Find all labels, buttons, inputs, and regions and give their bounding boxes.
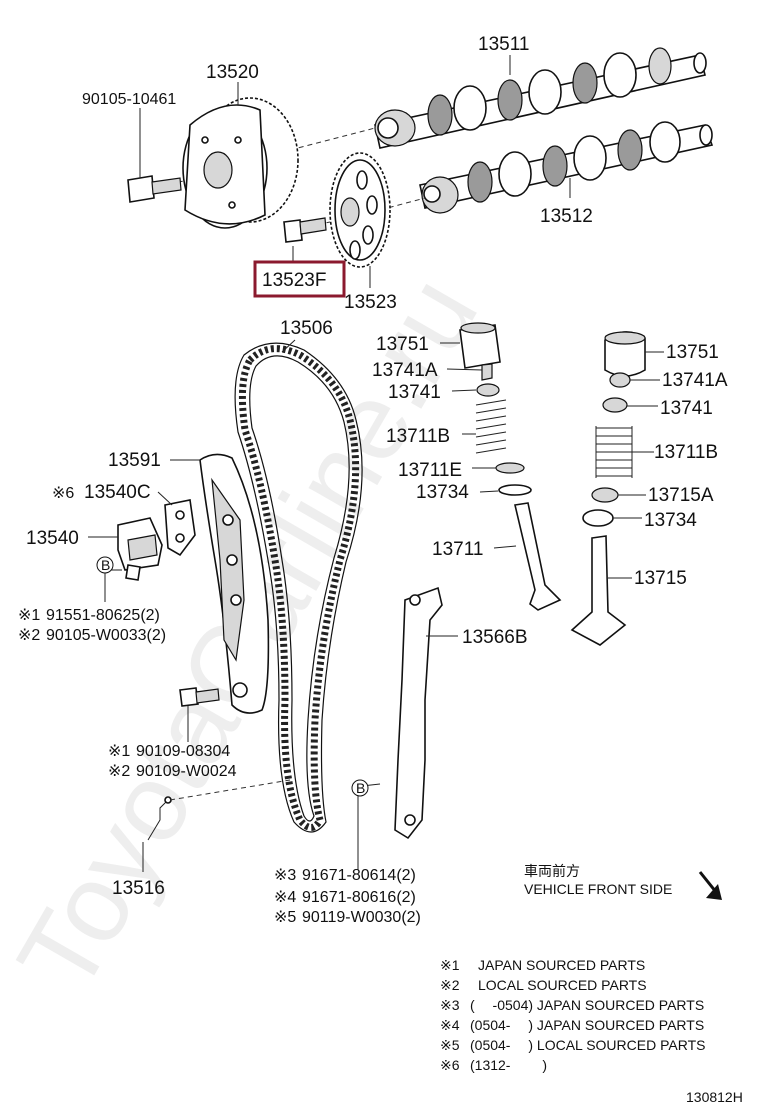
valve-spring-13711B-left[interactable] — [475, 399, 507, 454]
tensioner-plate-13540C[interactable] — [164, 499, 196, 557]
label-91671-80616[interactable]: 91671-80616(2) — [302, 889, 416, 906]
label-91551-80625[interactable]: 91551-80625(2) — [46, 607, 160, 624]
note-mark-6: ※6 — [440, 1057, 460, 1073]
note-mark-2: ※2 — [440, 977, 460, 993]
circle-b-marker-right: B — [351, 779, 369, 797]
spring-retainer-13741-right[interactable] — [602, 397, 628, 413]
label-90109-W0024[interactable]: 90109-W0024 — [136, 763, 237, 780]
cam-timing-gear-13520[interactable] — [182, 97, 299, 229]
diagram-id: 130812H — [686, 1089, 743, 1105]
note-text-1: JAPAN SOURCED PARTS — [478, 957, 645, 973]
label-13715A[interactable]: 13715A — [648, 485, 714, 506]
label-13566B[interactable]: 13566B — [462, 627, 528, 648]
mark-2-90105: ※2 — [18, 627, 40, 644]
label-13741A-left[interactable]: 13741A — [372, 360, 438, 381]
note-mark-4: ※4 — [440, 1017, 460, 1033]
label-13711[interactable]: 13711 — [432, 539, 483, 560]
label-13512[interactable]: 13512 — [540, 206, 593, 227]
note-text-4: (0504- ) JAPAN SOURCED PARTS — [470, 1017, 704, 1033]
label-13516[interactable]: 13516 — [112, 878, 165, 899]
label-90105-10461[interactable]: 90105-10461 — [82, 91, 176, 108]
valve-seal-13734-left[interactable] — [498, 484, 532, 496]
valve-keeper-13741A-right[interactable] — [609, 372, 631, 388]
svg-text:車両前方: 車両前方 — [524, 863, 580, 879]
spring-seat-13715A[interactable] — [591, 487, 619, 503]
svg-text:B: B — [356, 780, 365, 796]
note-mark-5: ※5 — [440, 1037, 460, 1053]
label-13741-left[interactable]: 13741 — [388, 382, 441, 403]
spring-retainer-13741-left[interactable] — [476, 383, 500, 397]
camshaft-13512[interactable] — [419, 121, 714, 214]
valve-13715[interactable] — [570, 535, 627, 646]
label-13711E[interactable]: 13711E — [398, 460, 462, 481]
label-90119-W0030[interactable]: 90119-W0030(2) — [302, 909, 421, 926]
label-13751-right[interactable]: 13751 — [666, 342, 719, 363]
svg-text:VEHICLE FRONT SIDE: VEHICLE FRONT SIDE — [524, 881, 672, 897]
bolt-90109-08304[interactable] — [179, 687, 220, 707]
label-13523F[interactable]: 13523F — [262, 270, 326, 291]
valve-13711[interactable] — [514, 502, 562, 611]
bolt-13523F[interactable] — [283, 217, 327, 243]
mark-1-90109: ※1 — [108, 743, 130, 760]
note-text-2: LOCAL SOURCED PARTS — [478, 977, 647, 993]
sprocket-13523[interactable] — [329, 152, 391, 268]
label-13734-left[interactable]: 13734 — [416, 482, 469, 503]
highlight-box-13523F — [253, 260, 346, 298]
label-13741A-right[interactable]: 13741A — [662, 370, 728, 391]
label-13506[interactable]: 13506 — [280, 318, 333, 339]
camshaft-13511[interactable] — [374, 47, 707, 149]
bolt-90105-10461[interactable] — [127, 175, 182, 203]
svg-text:B: B — [101, 557, 110, 573]
note-mark-1: ※1 — [440, 957, 460, 973]
label-13734-right[interactable]: 13734 — [644, 510, 697, 531]
note-text-3: ( -0504) JAPAN SOURCED PARTS — [470, 997, 704, 1013]
chain-tensioner-13540[interactable] — [117, 517, 163, 581]
note-text-5: (0504- ) LOCAL SOURCED PARTS — [470, 1037, 705, 1053]
label-13715[interactable]: 13715 — [634, 568, 687, 589]
valve-keeper-13741A-left[interactable] — [481, 363, 493, 381]
mark-2-90109: ※2 — [108, 763, 130, 780]
label-13523[interactable]: 13523 — [344, 292, 397, 313]
label-90109-08304[interactable]: 90109-08304 — [136, 743, 230, 760]
note-mark-3: ※3 — [440, 997, 460, 1013]
label-13520[interactable]: 13520 — [206, 62, 259, 83]
spring-seat-13711E[interactable] — [495, 462, 525, 474]
label-13540[interactable]: 13540 — [26, 528, 79, 549]
valve-spring-13711B-right[interactable] — [595, 426, 633, 478]
chain-tensioner-slipper-13591[interactable] — [199, 453, 270, 714]
label-13751-left[interactable]: 13751 — [376, 334, 429, 355]
mark-1-91551: ※1 — [18, 607, 40, 624]
note-text-6: (1312- ) — [470, 1057, 547, 1073]
label-13741-right[interactable]: 13741 — [660, 398, 713, 419]
part-labels: 13520 90105-10461 13511 13512 13523F 135… — [18, 34, 728, 926]
mark-6-13540C: ※6 — [52, 485, 74, 502]
direction-arrow-icon — [698, 871, 722, 900]
vehicle-front-indicator: 車両前方 VEHICLE FRONT SIDE — [524, 863, 722, 900]
label-13591[interactable]: 13591 — [108, 450, 161, 471]
mark-5-90119: ※5 — [274, 909, 296, 926]
label-13511[interactable]: 13511 — [478, 34, 529, 55]
valve-lifter-13751-right[interactable] — [604, 331, 646, 377]
label-91671-80614[interactable]: 91671-80614(2) — [302, 867, 416, 884]
label-13711B-right[interactable]: 13711B — [654, 442, 718, 463]
circle-b-marker-left: B — [96, 556, 114, 574]
label-13711B-left[interactable]: 13711B — [386, 426, 450, 447]
valve-seal-13734-right[interactable] — [582, 509, 614, 527]
leader-lines — [88, 55, 664, 872]
mark-3-91671: ※3 — [274, 867, 296, 884]
label-90105-W0033[interactable]: 90105-W0033(2) — [46, 627, 166, 644]
source-notes-legend: ※1 JAPAN SOURCED PARTS ※2 LOCAL SOURCED … — [440, 957, 705, 1073]
timing-chain-13506[interactable] — [234, 342, 363, 833]
chain-guide-13566B[interactable] — [394, 586, 443, 840]
valve-lifter-13751-left[interactable] — [459, 322, 501, 369]
label-13540C[interactable]: 13540C — [84, 482, 151, 503]
mark-4-91671: ※4 — [274, 889, 296, 906]
